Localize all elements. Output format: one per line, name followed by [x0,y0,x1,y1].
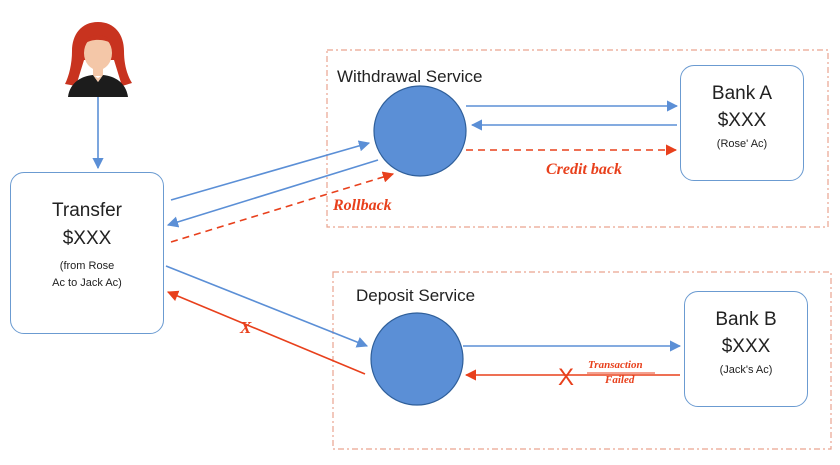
bank-b-amount: $XXX [721,336,771,357]
bank-b-title: Bank B [715,309,777,330]
failed-label: Failed [605,374,635,386]
withdrawal-service-node [373,85,467,177]
withdrawal-service-container [326,49,829,228]
transfer-title: Transfer [51,200,123,221]
deposit-service-node [370,312,464,406]
arrow-rollback [170,171,395,243]
bank-a-title: Bank A [711,83,773,104]
transfer-detail-line1: (from Rose [59,260,115,272]
transaction-label: Transaction [588,359,643,371]
transfer-box [10,172,164,334]
arrow-deposit-to-transfer [166,290,366,375]
rollback-label: Rollback [333,197,392,214]
transfer-amount: $XXX [62,228,112,249]
bank-b-account: (Jack's Ac) [719,364,773,376]
withdrawal-service-label: Withdrawal Service [337,67,483,86]
deposit-service-label: Deposit Service [356,286,476,305]
bank-a-account: (Rose' Ac) [716,138,768,150]
arrow-withdrawal-to-transfer [166,159,379,228]
arrow-transfer-to-deposit [165,265,369,348]
credit-back-label: Credit back [546,161,622,178]
failure-x-mark: X [240,318,252,337]
arrow-transfer-to-withdrawal [170,140,371,201]
failure-x-large: X [558,364,575,391]
bank-a-box [680,65,804,181]
transfer-detail-line2: Ac to Jack Ac) [52,277,122,289]
bank-a-amount: $XXX [717,110,767,131]
bank-b-box [684,291,808,407]
